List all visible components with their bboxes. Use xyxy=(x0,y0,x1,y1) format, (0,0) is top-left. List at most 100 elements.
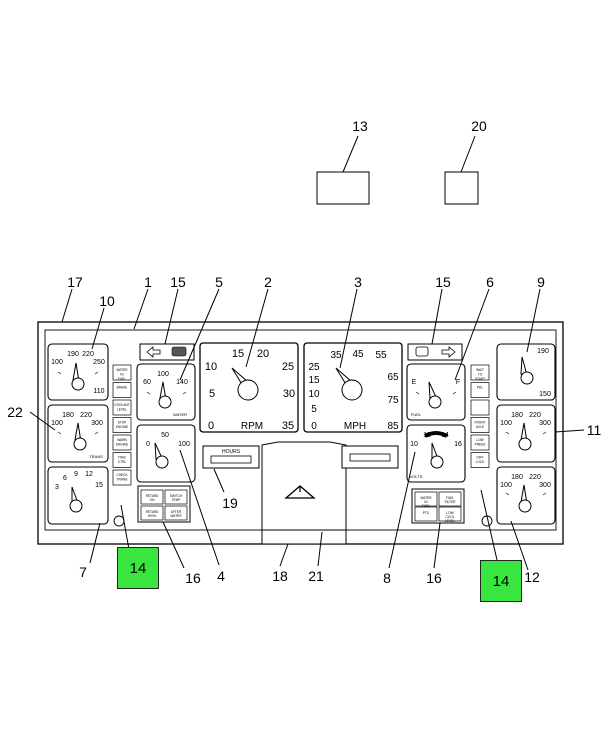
left-warning-label: COOLANT xyxy=(114,403,129,407)
right-warning-light xyxy=(470,399,490,416)
trans-label: TRANS xyxy=(89,454,103,459)
right-switch-label: WATER xyxy=(420,496,432,500)
tach-tick-label: 5 xyxy=(209,388,215,400)
speedo-tick-label: 5 xyxy=(311,404,317,415)
left-arrow-icon xyxy=(146,346,161,358)
speedo-unit-label: MPH xyxy=(344,421,366,432)
trans-tick-label: 100 xyxy=(51,420,63,427)
headlight-icon xyxy=(415,346,429,357)
right-warning-light xyxy=(470,417,490,433)
callout-2: 2 xyxy=(264,274,272,290)
right-switch-label: COOL xyxy=(445,515,454,519)
front-axle-tick-label: 100 xyxy=(500,420,512,427)
tach-tick-label: 20 xyxy=(257,348,269,360)
left-switch-label: ON xyxy=(150,498,155,502)
small-ticks xyxy=(57,371,547,496)
callout-8: 8 xyxy=(383,570,391,586)
right-switch-label: PTO xyxy=(423,511,430,515)
left-switch-label: WATER xyxy=(170,514,182,518)
left-switch-label: RETARD xyxy=(146,494,160,498)
volts-tick-label: 12 xyxy=(423,432,431,439)
rear-axle-tick-label: 300 xyxy=(539,482,551,489)
hazard-arrow-icon xyxy=(284,485,316,499)
left-warning-light xyxy=(112,382,132,398)
boost-tick-label: 15 xyxy=(95,482,103,489)
callout-19: 19 xyxy=(222,495,238,511)
left-warning-light xyxy=(112,452,132,468)
callout-12: 12 xyxy=(524,569,540,585)
volts-tick-label: 14 xyxy=(441,432,449,439)
tach-tick-label: 35 xyxy=(282,420,294,432)
speedo-tick-label: 75 xyxy=(387,395,399,406)
right-warning-label: START xyxy=(475,377,485,381)
trans-tick-label: 220 xyxy=(80,412,92,419)
tach-tick-label: 30 xyxy=(283,388,295,400)
callout-11: 11 xyxy=(586,422,602,438)
callout-20: 20 xyxy=(471,118,487,134)
callout-18: 18 xyxy=(272,568,288,584)
boost-tick-label: 9 xyxy=(74,471,78,478)
abs-icon xyxy=(171,346,187,357)
tach-tick-label: 0 xyxy=(208,420,214,432)
speedo-tick-label: 65 xyxy=(387,372,399,383)
boost-tick-label: 12 xyxy=(85,471,93,478)
rear-axle-tick-label: 100 xyxy=(500,482,512,489)
fuel-gauge xyxy=(406,363,466,421)
left-switch-label: RETARD xyxy=(146,510,160,514)
hours-label: HOURS xyxy=(222,449,241,455)
right-warning-light xyxy=(470,434,490,451)
right-warning-label: LOW xyxy=(476,438,483,442)
water-label: WATER xyxy=(173,412,187,417)
right-warning-label: FRONT xyxy=(475,421,486,425)
trans-tick-label: 300 xyxy=(91,420,103,427)
front-axle-tick-label: 180 xyxy=(511,412,523,419)
screw-icon xyxy=(113,515,125,527)
callout-21: 21 xyxy=(308,568,324,584)
callout-10: 10 xyxy=(99,293,115,309)
callout-7: 7 xyxy=(79,564,87,580)
left-warning-label: ENGINE xyxy=(116,443,128,447)
box-13 xyxy=(316,171,370,205)
callout-3: 3 xyxy=(354,274,362,290)
left-warning-label: ENGINE xyxy=(116,425,128,429)
pyro-tick-label: 150 xyxy=(539,391,551,398)
oil-temp-tick-label: 100 xyxy=(51,359,63,366)
right-switch-label: FILTER xyxy=(445,500,456,504)
right-arrow-icon xyxy=(441,346,456,358)
leader-lines xyxy=(29,288,585,571)
right-warning-label: AXLE xyxy=(476,425,484,429)
left-warning-label: WARN xyxy=(117,438,127,442)
oil-temp-tick-label: 190 xyxy=(67,351,79,358)
air-tick-label: 0 xyxy=(146,441,150,448)
speedo-tick-label: 25 xyxy=(308,362,320,373)
oil-temp-tick-label: 110 xyxy=(93,388,104,395)
bracket-base xyxy=(261,529,347,545)
callout-14-right: 14 xyxy=(480,560,522,602)
callout-17: 17 xyxy=(67,274,83,290)
right-switch-label: FUEL xyxy=(446,496,454,500)
callout-16-left: 16 xyxy=(185,570,201,586)
callout-5: 5 xyxy=(215,274,223,290)
left-warning-label: TRANS xyxy=(117,478,128,482)
speedo-tick-label: 15 xyxy=(308,375,320,386)
left-switch-label: AFTER xyxy=(171,510,182,514)
speedo-tick-label: 85 xyxy=(387,421,399,432)
callout-15-right: 15 xyxy=(435,274,451,290)
oil-temp-tick-label: 250 xyxy=(93,359,105,366)
callout-16-right: 16 xyxy=(426,570,442,586)
right-warning-label: WAIT xyxy=(476,368,484,372)
left-warning-light xyxy=(112,417,132,433)
water-tick-label: 60 xyxy=(143,379,151,386)
left-warning-light xyxy=(112,469,132,486)
right-warning-label: PRESS xyxy=(475,443,486,447)
boost-gauge xyxy=(47,466,109,525)
speedo-tick-label: 35 xyxy=(330,350,342,361)
tach-unit-label: RPM xyxy=(241,421,263,432)
callout-label: 14 xyxy=(129,559,147,577)
small-gauge-needles xyxy=(69,356,534,513)
speedo-tick-label: 0 xyxy=(311,421,317,432)
callout-9: 9 xyxy=(537,274,545,290)
rear-axle-tick-label: 180 xyxy=(511,474,523,481)
